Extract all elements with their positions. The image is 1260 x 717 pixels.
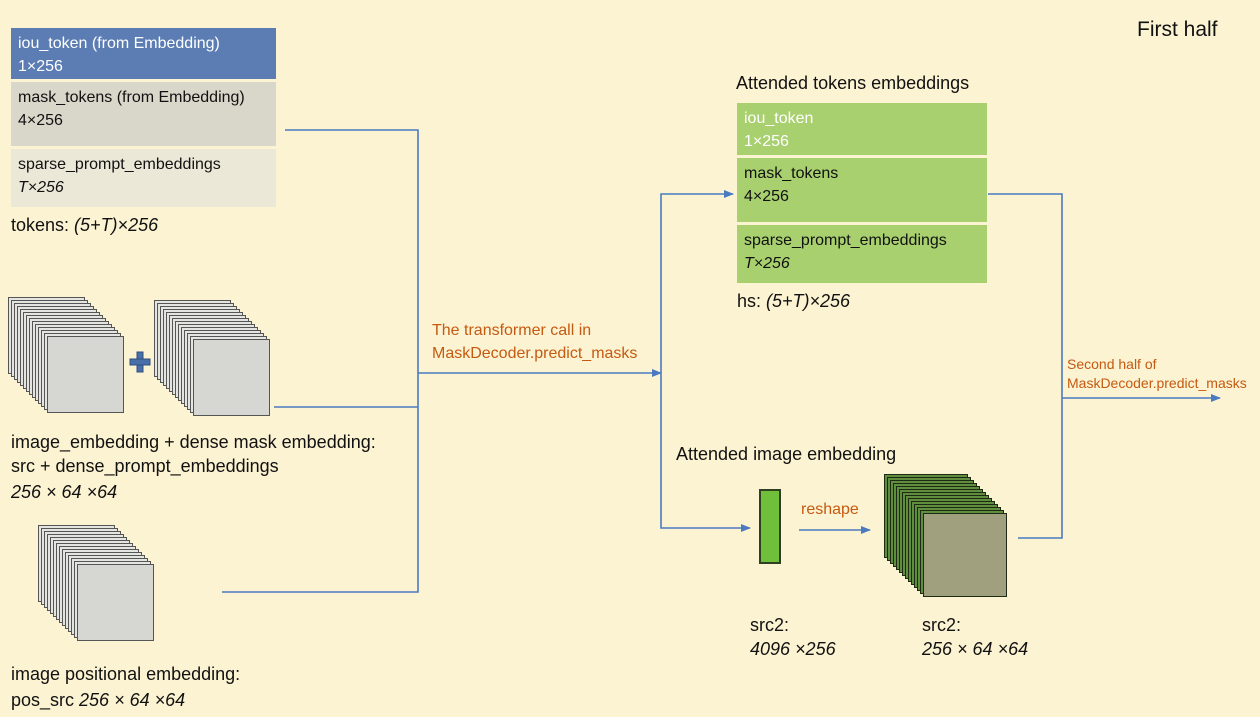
src2-flat-name: src2: [750,615,790,635]
attended-sparse-box: sparse_prompt_embeddings T×256 [737,225,987,283]
sparse-embeddings-box: sparse_prompt_embeddings T×256 [11,149,276,207]
mask-tokens-name: mask_tokens (from Embedding) [18,89,245,106]
pos-embedding-caption-line2: pos_src 256 × 64 ×64 [11,688,185,712]
mask-tokens-shape: 4×256 [18,112,63,129]
second-half-line2: MaskDecoder.predict_masks [1067,375,1247,391]
iou-token-box: iou_token (from Embedding) 1×256 [11,28,276,79]
plus-icon [129,351,151,373]
attended-mask-shape: 4×256 [744,188,789,205]
attended-mask-name: mask_tokens [744,165,839,182]
stack-sheet [923,513,1007,597]
src2-grid-name: src2: [922,615,962,635]
image-embedding-caption-line1: image_embedding + dense mask embedding: [11,432,376,452]
sparse-embeddings-name: sparse_prompt_embeddings [18,156,221,173]
src2-flat-bar [759,489,781,564]
reshape-label: reshape [801,501,859,518]
stack-sheet [193,339,270,416]
attended-sparse-shape: T×256 [744,255,790,272]
pos-embedding-prefix: pos_src [11,690,80,710]
attended-tokens-heading: Attended tokens embeddings [736,73,970,93]
to-tokens-arrow [660,190,734,373]
iou-token-name: iou_token (from Embedding) [18,35,220,52]
attended-iou-shape: 1×256 [744,133,789,150]
sparse-embeddings-shape: T×256 [18,179,64,196]
attended-iou-box: iou_token 1×256 [737,103,987,155]
tokens-caption: tokens: (5+T)×256 [11,213,158,237]
dense-prompt-stack [154,300,274,425]
to-image-arrow [660,373,751,532]
second-half-line1: Second half of [1067,356,1157,372]
stack-sheet [77,564,154,641]
image-embedding-stack [8,297,128,422]
hs-caption-prefix: hs: [737,291,767,311]
transformer-label-line2: MaskDecoder.predict_masks [432,345,638,362]
tokens-caption-shape: (5+T)×256 [74,215,159,235]
mask-tokens-box: mask_tokens (from Embedding) 4×256 [11,82,276,146]
transformer-label-line1: The transformer call in [432,322,592,339]
tokens-caption-prefix: tokens: [11,215,75,235]
stack-sheet [47,336,124,413]
pos-embedding-caption-line1: image positional embedding: [11,664,241,684]
inputs-bus-line [222,129,419,593]
pos-embedding-shape: 256 × 64 ×64 [79,690,186,710]
src2-grid-shape: 256 × 64 ×64 [922,639,1029,659]
attended-mask-box: mask_tokens 4×256 [737,158,987,222]
src2-flat-shape: 4096 ×256 [750,639,836,659]
attended-iou-name: iou_token [744,110,814,127]
hs-caption: hs: (5+T)×256 [737,289,850,313]
src2-grid-stack [884,474,1009,599]
attended-sparse-name: sparse_prompt_embeddings [744,232,947,249]
iou-token-shape: 1×256 [18,58,63,75]
image-embedding-caption-line2: src + dense_prompt_embeddings [11,456,279,476]
page-title: First half [1137,18,1218,41]
outputs-bus-line [988,193,1063,539]
positional-embedding-stack [38,525,158,650]
image-embedding-shape: 256 × 64 ×64 [11,482,118,502]
hs-caption-shape: (5+T)×256 [766,291,851,311]
attended-image-heading: Attended image embedding [676,444,897,464]
